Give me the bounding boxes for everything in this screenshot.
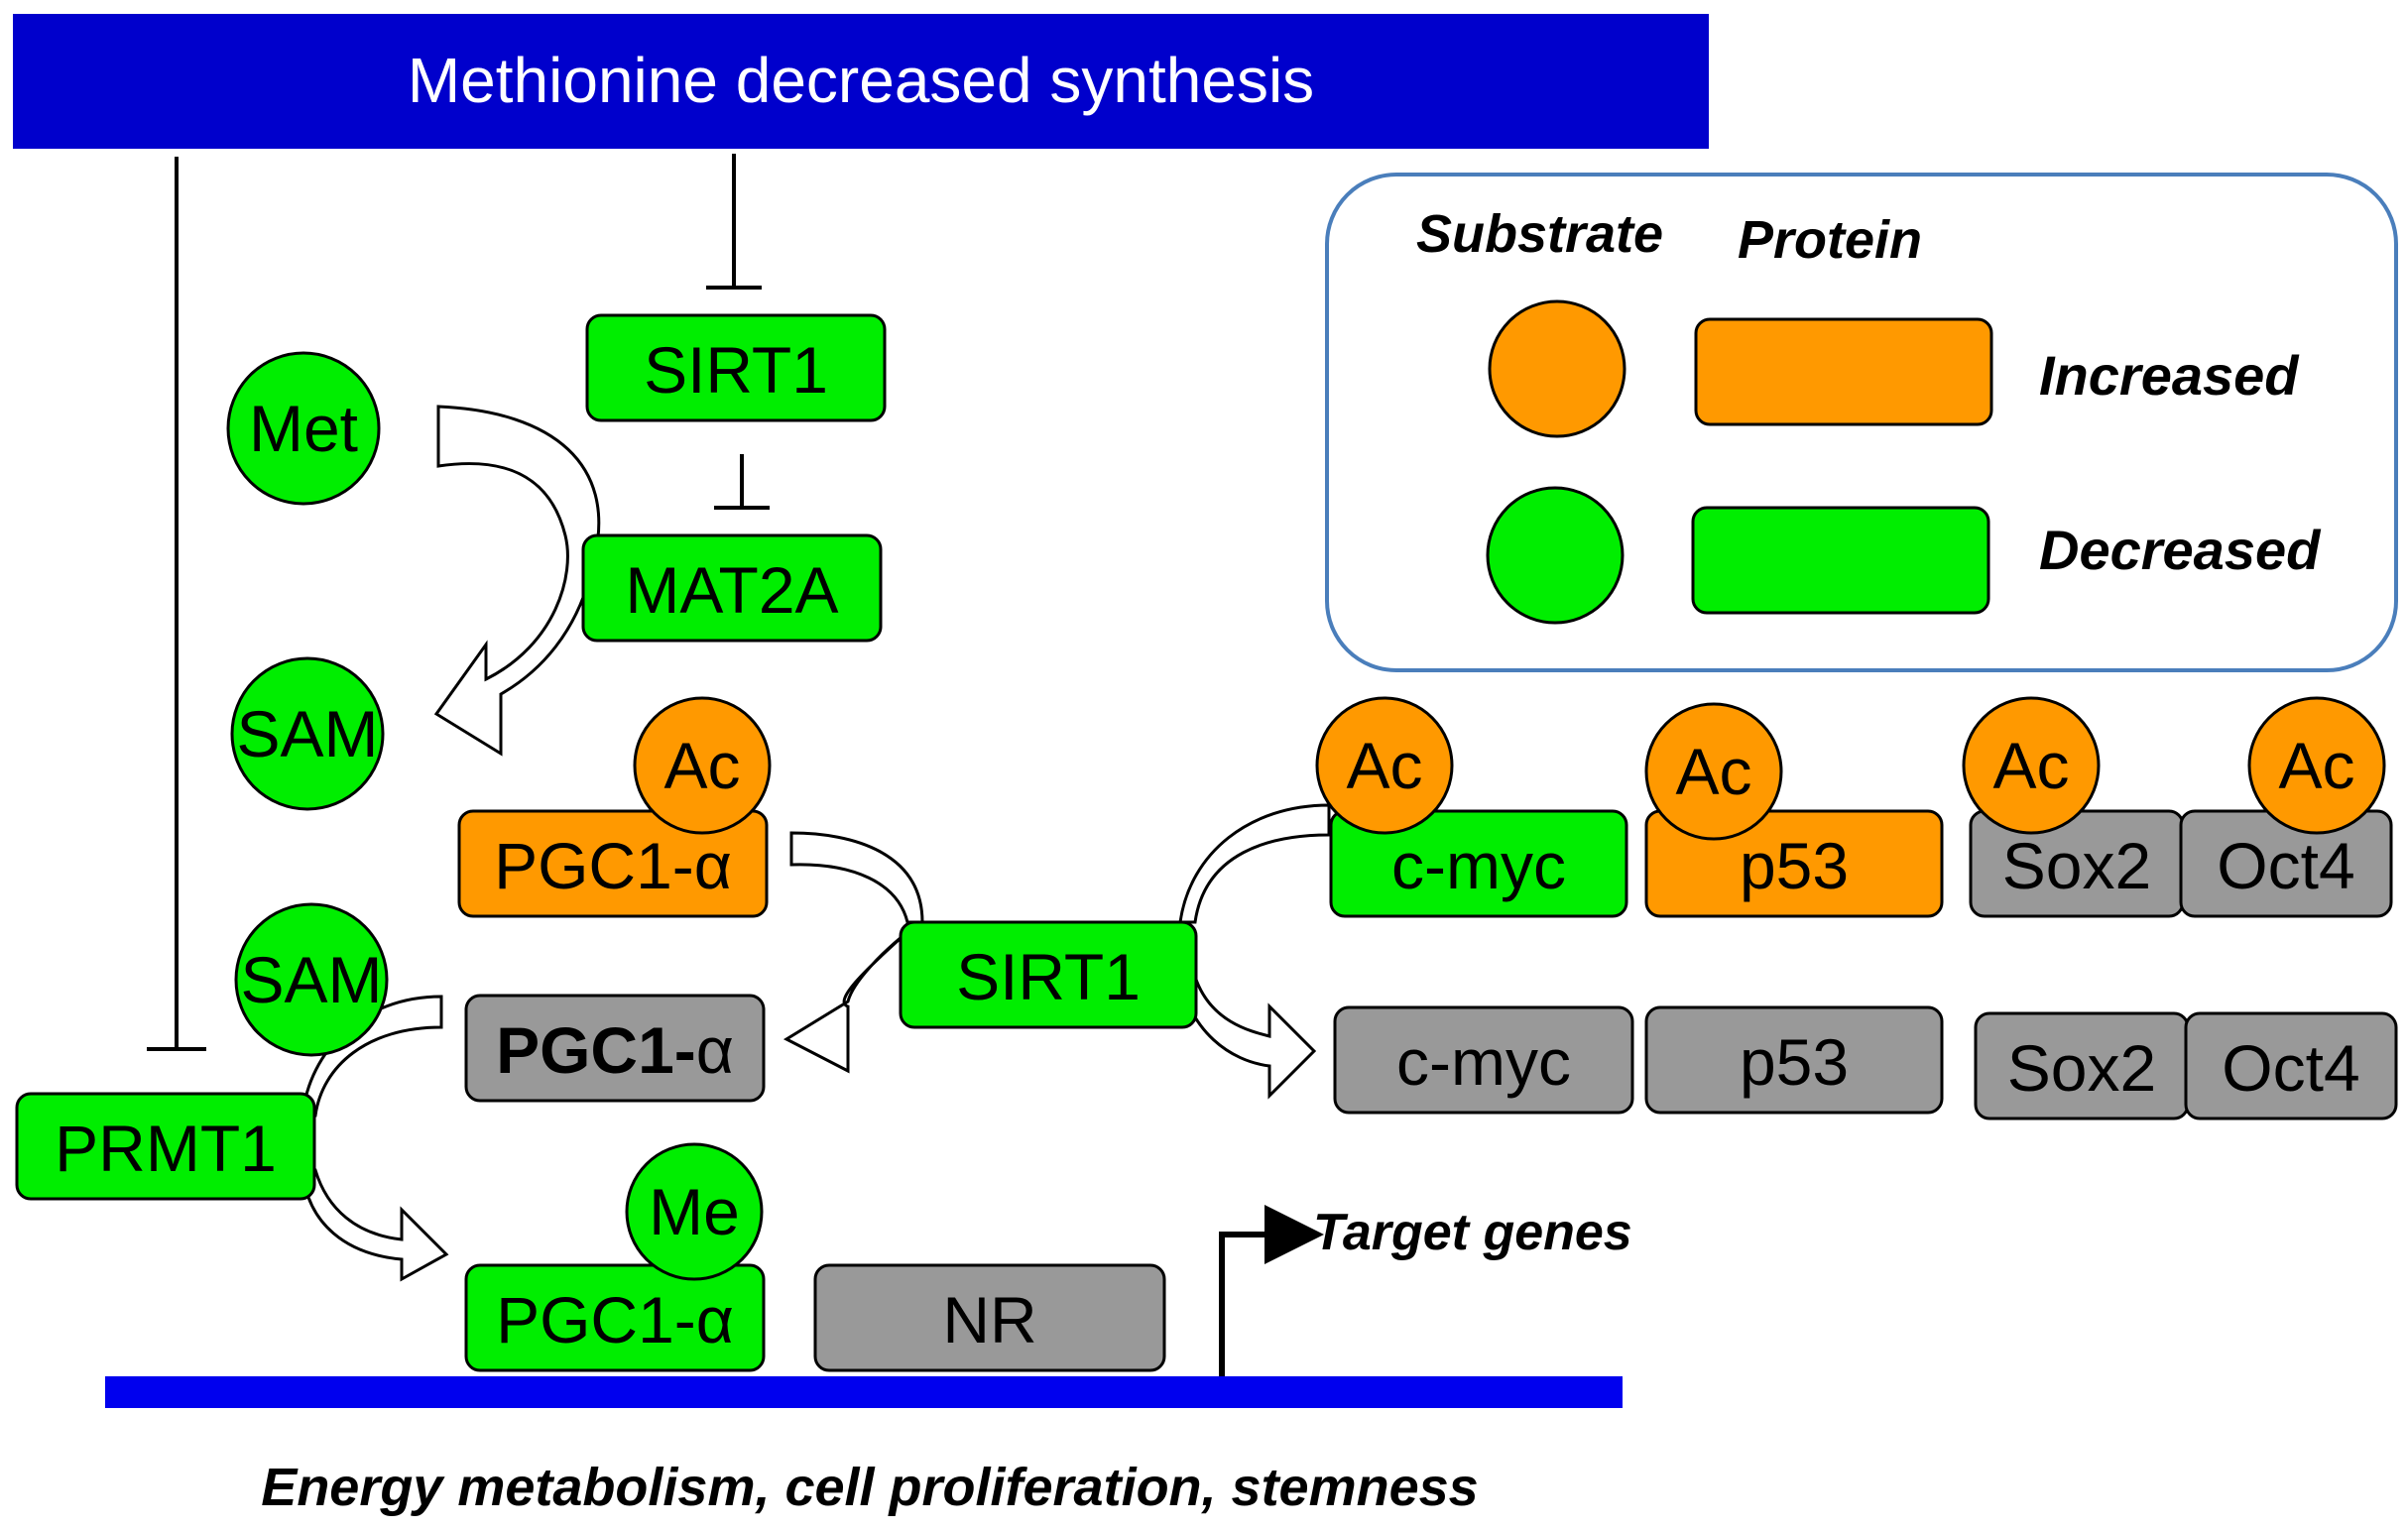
legend-decreased-label: Decreased	[2039, 519, 2322, 581]
mat2a-label: MAT2A	[625, 553, 838, 627]
nr-label: NR	[942, 1283, 1036, 1356]
sox2-acetylated-label: Sox2	[2002, 829, 2151, 902]
me-circle	[625, 1142, 764, 1281]
membrane-bar	[105, 1376, 1623, 1408]
nr-box	[813, 1263, 1166, 1372]
met-circle	[226, 351, 381, 506]
prmt1-box	[15, 1092, 316, 1201]
ac-label-pgc1a: Ac	[663, 729, 740, 802]
ac-label-sox2: Ac	[1992, 729, 2069, 802]
pgc1a-acetylated-label: PGC1-α	[494, 829, 732, 902]
ac-label-p53: Ac	[1675, 735, 1751, 808]
p53-box	[1644, 1005, 1944, 1115]
sirt1-top-label: SIRT1	[644, 333, 828, 407]
oct4-label: Oct4	[2222, 1031, 2359, 1105]
sirt1-center-label: SIRT1	[956, 940, 1141, 1013]
sam-circle-top	[230, 656, 385, 811]
oct4-acetylated-label: Oct4	[2217, 829, 2354, 902]
ac-circle-pgc1a	[633, 696, 772, 835]
mat2a-box	[581, 533, 883, 643]
arrow-sirt1-deacetylate-targets	[1178, 803, 1331, 1100]
p53-label: p53	[1740, 1025, 1849, 1099]
pgc1a-deacetylated-box	[464, 994, 766, 1103]
sam-label-top: SAM	[236, 697, 378, 770]
p53-acetylated-label: p53	[1740, 829, 1849, 902]
pgc1a-methylated-label: PGC1-α	[496, 1283, 734, 1356]
footer-caption: Energy metabolism, cell proliferation, s…	[261, 1458, 1478, 1517]
title-text: Methionine decreased synthesis	[408, 45, 1314, 116]
ac-label-cmyc: Ac	[1346, 729, 1422, 802]
cmyc-label: c-myc	[1396, 1025, 1571, 1099]
ac-label-oct4: Ac	[2278, 729, 2354, 802]
pgc1a-methylated-box	[464, 1263, 766, 1372]
cmyc-acetylated-label: c-myc	[1391, 829, 1566, 902]
pgc1a-acetylated-box	[457, 809, 769, 918]
sirt1-top-box	[585, 313, 887, 422]
cmyc-acetylated-box	[1329, 809, 1628, 918]
prmt1-label: PRMT1	[55, 1112, 277, 1185]
met-label: Met	[249, 392, 358, 465]
ac-circle-oct4	[2247, 696, 2386, 835]
target-genes-label: Target genes	[1313, 1204, 1632, 1261]
cmyc-box	[1333, 1005, 1634, 1115]
sirt1-center-box	[899, 920, 1198, 1029]
sox2-label: Sox2	[2007, 1031, 2156, 1105]
ac-circle-sox2	[1962, 696, 2101, 835]
legend-decreased-substrate	[1486, 486, 1625, 625]
inhibition-banner-to-sirt1	[706, 154, 762, 290]
arrow-met-to-sam	[433, 405, 601, 757]
legend-substrate-label: Substrate	[1416, 204, 1663, 264]
legend-increased-protein	[1694, 317, 1993, 426]
oct4-box	[2184, 1011, 2398, 1120]
inhibition-sirt1-to-mat2a	[714, 454, 770, 510]
legend-decreased-protein	[1691, 506, 1990, 615]
legend-protein-label: Protein	[1738, 210, 1922, 270]
sam-circle-mid	[234, 902, 389, 1057]
ac-circle-p53	[1644, 702, 1783, 841]
pgc1a-deacetylated-label: PGC1-α	[496, 1013, 734, 1087]
legend-increased-substrate	[1488, 299, 1626, 438]
me-label: Me	[649, 1175, 740, 1248]
legend-increased-label: Increased	[2039, 344, 2300, 407]
sam-label-mid: SAM	[240, 943, 382, 1016]
ac-circle-cmyc	[1315, 696, 1454, 835]
title-banner	[13, 14, 1709, 149]
transcription-arrow	[1219, 1205, 1324, 1376]
inhibition-banner-to-prmt1	[147, 157, 206, 1051]
